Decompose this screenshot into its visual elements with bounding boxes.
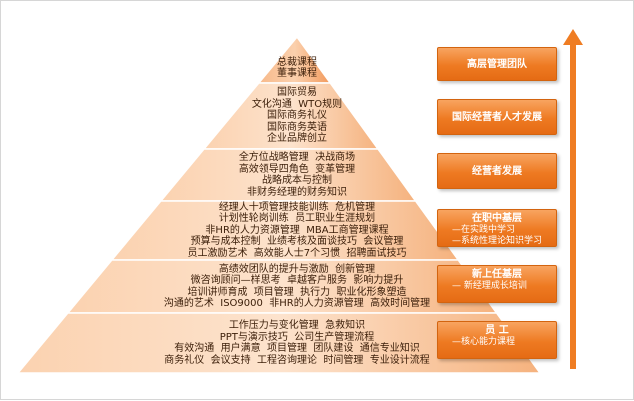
tier-5-courses: 高绩效团队的提升与激励 创新管理微咨询顾问—样思考 卓越客户服务 影响力提升培训… bbox=[147, 264, 447, 310]
course-line: 经理人十项管理技能训练 危机管理 bbox=[218, 201, 376, 213]
course-line: 高绩效团队的提升与激励 创新管理 bbox=[218, 263, 376, 275]
level-box-1: 高层管理团队 bbox=[437, 47, 557, 81]
level-box-4: 在职中基层—在实践中学习—系统性理论知识学习 bbox=[437, 209, 557, 247]
tier-2-courses: 国际贸易文化沟通 WTO规则国际商务礼仪国际商务英语企业品牌创立 bbox=[147, 87, 447, 145]
course-line: 国际商务礼仪 bbox=[267, 110, 327, 122]
course-line: 微咨询顾问—样思考 卓越客户服务 影响力提升 bbox=[190, 275, 404, 286]
course-line: 预算与成本控制 业绩考核及面谈技巧 会议管理 bbox=[190, 236, 404, 248]
course-line: 非HR的人力资源管理 MBA工商管理课程 bbox=[205, 224, 389, 236]
course-line: 非财务经理的财务知识 bbox=[247, 186, 347, 198]
course-line: 总裁课程 bbox=[277, 56, 317, 68]
level-subtitle: —在实践中学习 bbox=[452, 225, 516, 235]
course-line: 文化沟通 WTO规则 bbox=[251, 98, 343, 110]
course-line: 商务礼仪 会议支持 工程咨询理论 时间管理 专业设计流程 bbox=[164, 354, 430, 366]
course-line: 企业品牌创立 bbox=[267, 133, 327, 145]
course-line: 工作压力与变化管理 急救知识 bbox=[228, 320, 366, 331]
course-line: 员工激励艺术 高效能人士7个习惯 招聘面试技巧 bbox=[187, 247, 407, 259]
level-box-2: 国际经营者人才发展 bbox=[437, 99, 557, 135]
level-title: 经营者发展 bbox=[472, 166, 522, 177]
level-subtitle: —核心能力课程 bbox=[452, 337, 516, 347]
level-title: 新上任基层 bbox=[472, 269, 522, 280]
course-line: 高效领导四角色 变革管理 bbox=[238, 163, 356, 175]
course-line: 培训讲师育成 项目管理 执行力 职业化形象塑造 bbox=[187, 286, 407, 298]
level-title: 高层管理团队 bbox=[467, 59, 527, 70]
pyramid-tier-6 bbox=[16, 312, 542, 374]
tier-4-courses: 经理人十项管理技能训练 危机管理计划性轮岗训练 员工职业生涯规划非HR的人力资源… bbox=[147, 202, 447, 260]
level-box-6: 员 工—核心能力课程 bbox=[437, 321, 557, 359]
course-line: 国际商务英语 bbox=[267, 121, 327, 133]
course-line: 有效沟通 用户满意 项目管理 团队建设 通信专业知识 bbox=[174, 343, 420, 354]
course-line: 战略成本与控制 bbox=[262, 175, 332, 186]
level-title: 在职中基层 bbox=[472, 213, 522, 224]
tier-3-courses: 全方位战略管理 决战商场高效领导四角色 变革管理战略成本与控制非财务经理的财务知… bbox=[147, 152, 447, 198]
level-subtitle: —系统性理论知识学习 bbox=[452, 236, 543, 246]
course-line: PPT与演示技巧 公司生产管理流程 bbox=[219, 331, 375, 343]
level-title: 国际经营者人才发展 bbox=[452, 112, 542, 123]
level-title: 员 工 bbox=[485, 325, 509, 336]
growth-arrow bbox=[563, 29, 583, 369]
course-line: 董事课程 bbox=[277, 68, 317, 79]
course-line: 国际贸易 bbox=[277, 87, 317, 99]
tier-1-courses: 总裁课程董事课程 bbox=[147, 57, 447, 80]
level-subtitle: — 新经理成长培训 bbox=[452, 281, 527, 291]
course-line: 计划性轮岗训练 员工职业生涯规划 bbox=[218, 213, 376, 225]
level-box-5: 新上任基层— 新经理成长培训 bbox=[437, 265, 557, 303]
course-line: 沟通的艺术 ISO9000 非HR的人力资源管理 高效时间管理 bbox=[163, 298, 431, 309]
level-box-3: 经营者发展 bbox=[437, 153, 557, 189]
course-line: 全方位战略管理 决战商场 bbox=[238, 152, 356, 163]
